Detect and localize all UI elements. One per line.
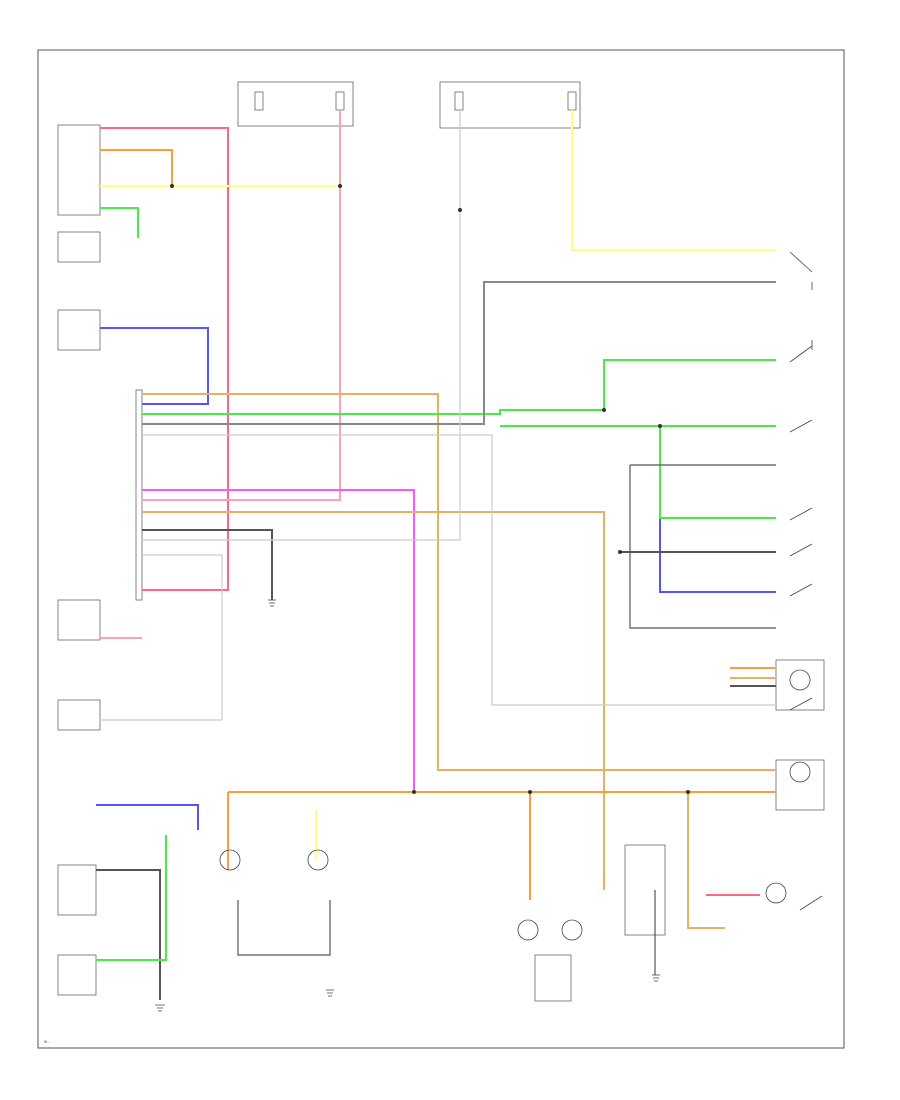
component-box-lower-left-3: [57, 864, 97, 916]
motor-box: [534, 954, 572, 1002]
component-box-lower-left-2: [57, 699, 101, 731]
fuse-box-left: [237, 81, 354, 127]
component-box-lower-left-4: [57, 954, 97, 996]
lamp-symbols: [219, 669, 811, 941]
ground-symbols: [155, 599, 660, 1012]
component-box-sensor: [57, 231, 101, 263]
switch-contacts: [789, 251, 823, 911]
fuse-box-right: [439, 81, 581, 129]
module-connector: [135, 389, 143, 601]
footer-label: W...: [44, 1040, 50, 1044]
splice-points: [170, 184, 690, 794]
wires: [96, 110, 776, 1000]
component-box-switch: [57, 124, 101, 216]
lamp-box-right: [775, 759, 825, 811]
diagram-frame: [37, 49, 845, 1049]
component-box-lower-left-1: [57, 599, 101, 641]
component-box-door-switch: [57, 309, 101, 351]
relay-box: [624, 844, 666, 936]
instrument-cluster-box: [775, 659, 825, 711]
